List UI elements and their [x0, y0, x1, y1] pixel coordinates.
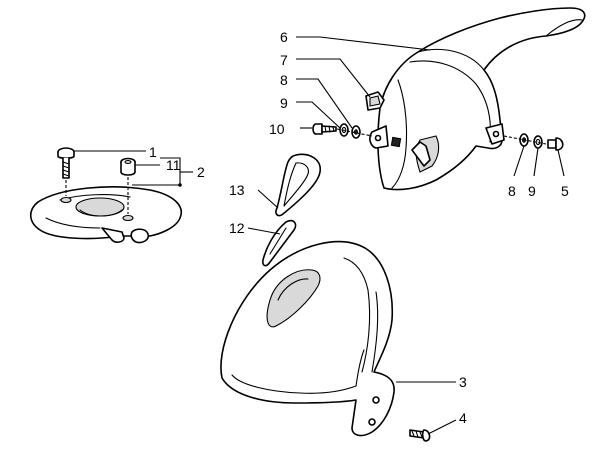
grommet-part-11 [120, 157, 136, 214]
trim-insert-part-13 [257, 153, 321, 217]
callout-13: 13 [229, 182, 245, 198]
chevron-insert-part-12 [247, 219, 297, 267]
callout-8-left: 8 [280, 72, 288, 88]
callout-12: 12 [229, 220, 245, 236]
front-mudguard-part-3 [220, 240, 456, 437]
callout-7: 7 [280, 52, 288, 68]
callout-8-right: 8 [508, 183, 516, 199]
clip-part-7 [296, 58, 385, 111]
callout-5: 5 [561, 183, 569, 199]
screw-part-10 [300, 123, 373, 137]
screw-part-1 [57, 147, 75, 196]
callout-1: 1 [149, 144, 157, 160]
callout-10: 10 [269, 121, 285, 137]
rear-hugger-part-6 [296, 7, 586, 191]
callout-6: 6 [280, 29, 288, 45]
screw-part-5 [503, 135, 565, 177]
callout-labels: 1 2 3 4 5 6 7 8 9 10 11 12 13 8 9 [149, 29, 569, 426]
splash-guard-disc [29, 186, 182, 244]
washer-part-8-left [296, 78, 361, 139]
callout-2: 2 [197, 164, 205, 180]
callout-9-right: 9 [528, 183, 536, 199]
callout-9-left: 9 [280, 95, 288, 111]
leaders-left [74, 150, 193, 187]
callout-11: 11 [166, 157, 181, 173]
callout-4: 4 [459, 410, 467, 426]
screw-part-4 [409, 419, 457, 442]
callout-3: 3 [459, 374, 467, 390]
